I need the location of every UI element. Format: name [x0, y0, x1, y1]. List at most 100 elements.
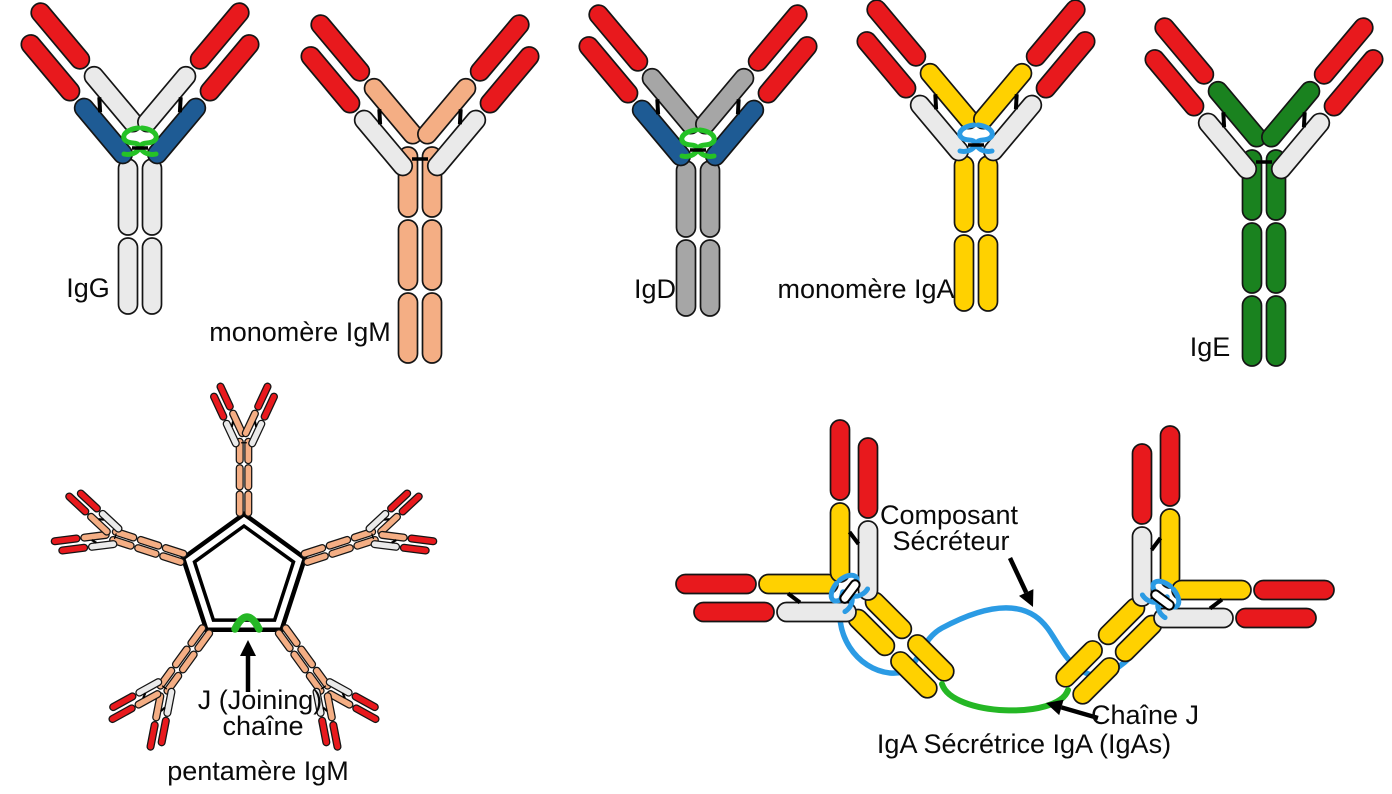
chain-segment: [241, 409, 259, 438]
chain-segment: [210, 392, 228, 421]
chain-segment: [479, 46, 540, 114]
chain-segment: [1323, 49, 1384, 117]
chain-segment: [1144, 49, 1205, 117]
chain-segment: [977, 155, 999, 233]
fc-tail: [675, 160, 721, 317]
label-secretory-component-line1: Composant: [879, 500, 1019, 530]
fab-arm: [108, 678, 163, 724]
pentamer-unit: [300, 489, 438, 566]
chain-segment: [407, 534, 438, 546]
chain-segment: [704, 99, 765, 167]
fab-arm: [325, 678, 380, 724]
chain-segment: [329, 721, 342, 751]
chain-segment: [399, 543, 430, 555]
chain-segment: [757, 36, 818, 104]
j-chain: [231, 613, 263, 633]
chain-segment: [161, 544, 188, 558]
fab-arm: [856, 0, 979, 162]
hinge-squiggle: [121, 125, 142, 157]
igg-molecule: [20, 2, 260, 315]
hinge-squiggle: [957, 122, 978, 154]
iga-monomer-molecule: [856, 0, 1096, 312]
disulfide-bond: [1208, 597, 1224, 611]
chain-segment: [365, 509, 390, 533]
hinge-bond: [320, 685, 327, 690]
chain-segment: [244, 490, 253, 517]
fab-arm: [973, 0, 1096, 162]
disulfide-bond: [735, 99, 741, 115]
disulfide-bond: [1013, 94, 1019, 110]
hinge-squiggle: [679, 127, 700, 159]
chain-segment: [776, 601, 857, 623]
chain-segment: [58, 543, 89, 555]
fab-arm: [241, 382, 278, 448]
hinge-bond: [161, 685, 168, 690]
chain-segment: [274, 629, 294, 653]
chain-segment: [159, 552, 185, 566]
chain-segment: [1055, 640, 1103, 688]
chain-segment: [146, 97, 207, 165]
chain-segment: [1025, 0, 1086, 67]
chain-segment: [1261, 80, 1321, 148]
chain-segment: [378, 530, 408, 542]
disulfide-bond: [97, 97, 103, 113]
annotation-arrow: [1046, 699, 1099, 721]
chain-segment: [370, 540, 401, 551]
chain-segment: [398, 492, 423, 516]
secretory-iga-molecule: [675, 419, 1335, 721]
chain-segment: [363, 77, 423, 145]
chain-segment: [297, 645, 317, 669]
chain-segment: [109, 692, 137, 712]
label-igd: IgD: [633, 274, 677, 304]
chain-segment: [194, 629, 214, 653]
fab-arm: [417, 14, 540, 177]
disulfide-bond: [253, 421, 258, 428]
chain-segment: [108, 704, 136, 724]
chain-segment: [397, 292, 419, 364]
chain-segment: [1197, 112, 1258, 180]
chain-segment: [222, 419, 240, 448]
fab-arm: [578, 4, 701, 167]
chain-segment: [953, 234, 975, 312]
igg-structure: [20, 2, 260, 315]
fab-arm: [50, 530, 118, 555]
chain-segment: [1154, 17, 1215, 85]
chain-segment: [328, 544, 354, 558]
disulfide-bond: [383, 518, 390, 521]
fab-arm: [312, 687, 342, 751]
chain-segment: [1131, 526, 1153, 607]
fc-tail: [274, 624, 332, 695]
chain-segment: [254, 382, 272, 411]
disulfide-bond: [98, 518, 105, 521]
fc-tail: [109, 527, 188, 566]
chain-segment: [163, 671, 183, 695]
disulfide-bond: [786, 591, 802, 605]
chain-segment: [300, 544, 327, 558]
chain-segment: [141, 158, 163, 236]
chain-segment: [86, 512, 111, 536]
fab-arm: [1131, 425, 1181, 607]
chain-segment: [907, 634, 955, 682]
chain-segment: [117, 237, 139, 315]
fab-arm: [829, 419, 879, 601]
chain-segment: [397, 219, 419, 291]
disulfide-bond: [341, 692, 346, 699]
chain-segment: [1131, 443, 1153, 525]
chain-segment: [857, 520, 879, 601]
chain-segment: [1270, 112, 1331, 180]
chain-segment: [65, 492, 90, 516]
chain-segment: [312, 687, 325, 717]
chain-segment: [178, 650, 198, 674]
chain-segment: [318, 716, 331, 747]
j-chain: [939, 681, 1071, 714]
tailpiece-mark: [839, 579, 861, 604]
chain-segment: [857, 437, 879, 519]
igm-monomer-molecule: [300, 14, 540, 364]
hinge-bond: [371, 533, 375, 540]
chain-segment: [953, 155, 975, 233]
chain-segment: [136, 535, 163, 550]
fab-arm: [695, 4, 818, 167]
igm-pentamer-unit: [50, 489, 188, 566]
